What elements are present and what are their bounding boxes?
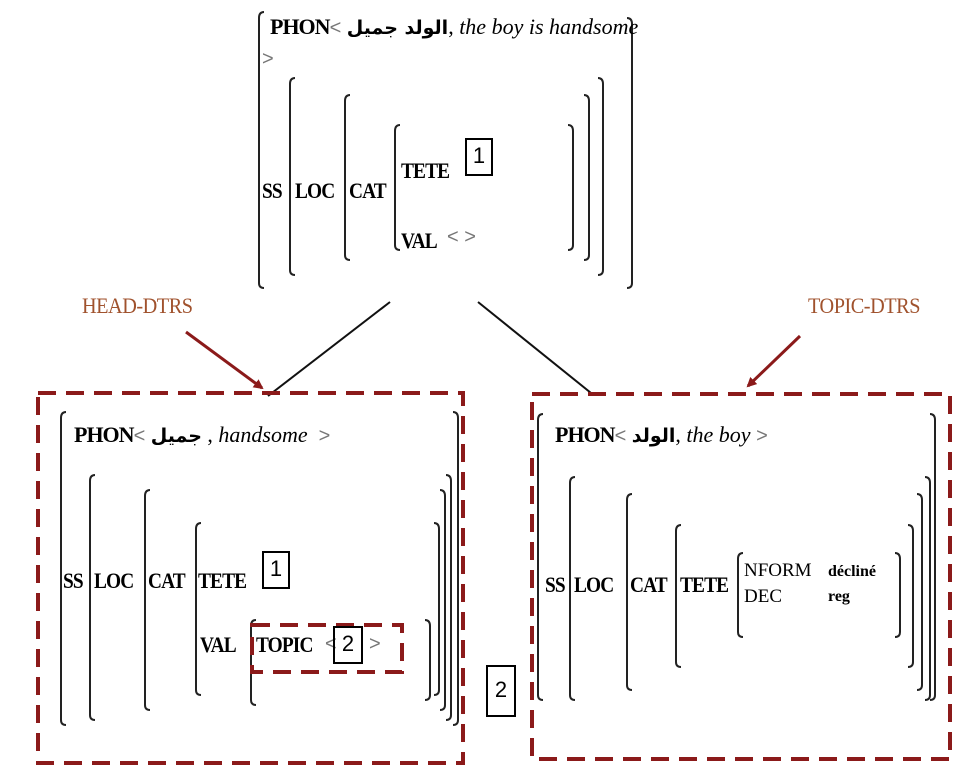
angle-open: <	[614, 425, 627, 447]
phon-close: >	[262, 48, 274, 70]
angle-close: >	[318, 425, 331, 447]
topic-dtrs-dashed-box	[530, 392, 952, 761]
mother-cat-right-bracket	[567, 124, 574, 251]
head-dtrs-arrow	[185, 330, 264, 390]
loc-label: LOC	[295, 178, 335, 203]
phon-arabic: الولد	[631, 425, 676, 447]
head-dtrs-dashed-box	[36, 391, 465, 765]
angle-open: <	[325, 633, 337, 655]
dec-label: DEC	[744, 586, 782, 607]
mother-phon: PHON< الولد جميل, the boy is handsome	[270, 14, 638, 40]
val-label: VAL	[401, 228, 438, 253]
phon-label: PHON	[270, 14, 331, 39]
tree-line-topic	[477, 301, 592, 394]
tete-label: TETE	[198, 568, 247, 593]
mother-ss-right-bracket	[597, 77, 604, 276]
head-phon: PHON< جميل , handsome >	[74, 422, 330, 448]
phon-english: handsome	[218, 422, 308, 447]
phon-arabic: جميل	[150, 425, 202, 447]
topic-value-dashed-box	[250, 623, 404, 674]
mother-loc-left-bracket	[344, 94, 351, 261]
topic-phon: PHON< الولد, the boy >	[555, 422, 768, 448]
topic-dtrs-label: TOPIC-DTRS	[808, 293, 920, 318]
nform-value: décliné	[828, 563, 876, 580]
cat-label: CAT	[349, 178, 387, 203]
tag-2: 2	[333, 626, 363, 664]
angle-open: <	[329, 17, 342, 39]
mother-loc-right-bracket	[583, 94, 590, 261]
loc-label: LOC	[94, 568, 134, 593]
mother-outer-right-bracket	[626, 17, 633, 289]
phon-label: PHON	[555, 422, 616, 447]
dec-value: reg	[828, 588, 850, 605]
phon-separator: ,	[675, 422, 681, 447]
angle-close: >	[756, 425, 768, 447]
angle-open: <	[133, 425, 146, 447]
topic-dtrs-arrow	[746, 334, 802, 388]
tete-label: TETE	[680, 572, 729, 597]
ss-label: SS	[262, 178, 283, 203]
topic-label: TOPIC	[256, 632, 313, 657]
phon-separator: ,	[448, 14, 454, 39]
mother-ss-left-bracket	[289, 77, 296, 276]
val-label: VAL	[200, 632, 237, 657]
head-dtrs-label: HEAD-DTRS	[82, 293, 193, 318]
tete-label: TETE	[401, 158, 450, 183]
tag-1: 1	[262, 551, 290, 589]
phon-label: PHON	[74, 422, 135, 447]
tree-line-head	[267, 301, 391, 397]
cat-label: CAT	[630, 572, 668, 597]
tag-1: 1	[465, 138, 493, 176]
nform-label: NFORM	[744, 560, 812, 581]
ss-label: SS	[63, 568, 84, 593]
val-value: < >	[447, 226, 476, 248]
mother-cat-left-bracket	[394, 124, 401, 251]
cat-label: CAT	[148, 568, 186, 593]
phon-separator: ,	[207, 422, 213, 447]
ss-label: SS	[545, 572, 566, 597]
mother-outer-left-bracket	[258, 11, 265, 289]
angle-close: >	[369, 633, 381, 655]
loc-label: LOC	[574, 572, 614, 597]
shared-tag-2: 2	[486, 665, 516, 717]
phon-english: the boy is handsome	[459, 14, 639, 39]
phon-arabic: الولد جميل	[346, 17, 449, 39]
phon-english: the boy	[686, 422, 751, 447]
